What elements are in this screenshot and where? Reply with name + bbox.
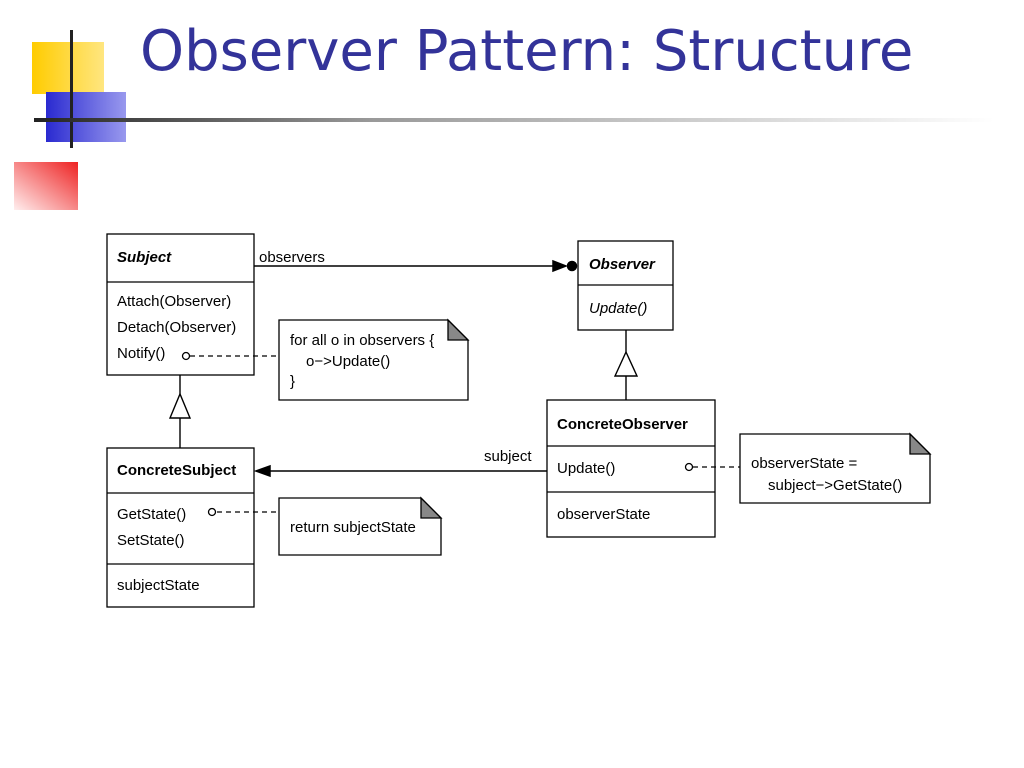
page-title: Observer Pattern: Structure — [140, 19, 914, 84]
note-notify-line-1: for all o in observers { — [290, 332, 434, 349]
note-update — [739, 432, 932, 504]
association-label-subject: subject — [484, 448, 532, 465]
concrete-subject-op-getstate: GetState() — [117, 506, 186, 523]
association-observers — [254, 259, 578, 273]
concrete-subject-name: ConcreteSubject — [117, 462, 236, 479]
note-notify-line-2: o−>Update() — [306, 353, 390, 370]
observer-op-update: Update() — [589, 300, 647, 317]
concrete-observer-name: ConcreteObserver — [557, 416, 688, 433]
note-anchor-update — [684, 462, 694, 472]
subject-op-attach: Attach(Observer) — [117, 293, 231, 310]
inheritance-observer — [613, 330, 639, 400]
concrete-observer-op-update: Update() — [557, 460, 615, 477]
concrete-subject-op-setstate: SetState() — [117, 532, 185, 549]
subject-op-detach: Detach(Observer) — [117, 319, 236, 336]
subject-op-notify: Notify() — [117, 345, 165, 362]
concrete-observer-attr-state: observerState — [557, 506, 650, 523]
note-notify — [278, 318, 470, 401]
note-update-line-2: subject−>GetState() — [768, 477, 902, 494]
concrete-subject-attr-state: subjectState — [117, 577, 200, 594]
class-concrete-subject — [106, 447, 255, 608]
note-update-line-1: observerState = — [751, 455, 858, 472]
deco-yellow-square — [32, 42, 104, 94]
subject-name: Subject — [117, 249, 172, 266]
note-anchor-notify — [181, 351, 191, 361]
deco-vertical-line — [70, 30, 73, 148]
slide-corner-decoration-icon — [14, 30, 126, 210]
class-observer — [577, 240, 674, 331]
association-label-observers: observers — [259, 249, 325, 266]
note-get-state — [278, 496, 443, 556]
title-rule — [34, 118, 994, 122]
association-subject — [253, 464, 547, 478]
observer-name: Observer — [589, 256, 656, 273]
inheritance-subject — [168, 375, 192, 448]
note-anchor-get-state — [207, 507, 217, 517]
class-subject — [106, 233, 255, 376]
note-getstate-line-1: return subjectState — [290, 519, 416, 536]
deco-red-square — [14, 162, 78, 210]
note-notify-line-3: } — [290, 373, 295, 390]
deco-blue-square — [46, 92, 126, 142]
